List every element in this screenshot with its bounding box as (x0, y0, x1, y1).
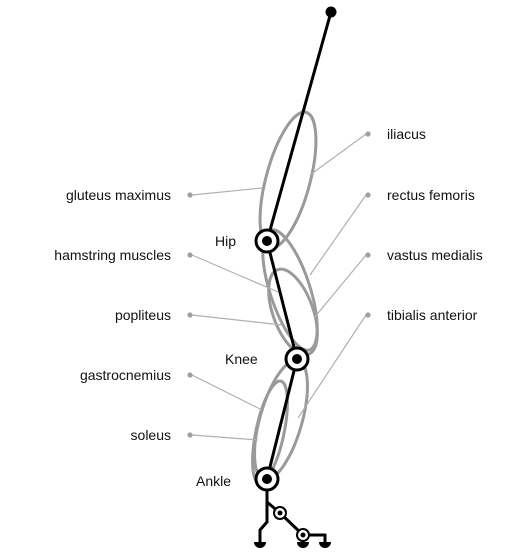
label-knee: Knee (225, 351, 258, 367)
label-hamstring-muscles: hamstring muscles (54, 247, 171, 263)
label-gastrocnemius: gastrocnemius (80, 367, 171, 383)
heel-contact (254, 542, 266, 548)
label-ankle: Ankle (196, 473, 231, 489)
shank-segment (267, 359, 297, 479)
label-hip: Hip (215, 233, 236, 249)
label-popliteus: popliteus (115, 307, 171, 323)
toe-contact (297, 542, 309, 548)
leader-rectus-femoris (310, 195, 366, 275)
label-gluteus-maximus: gluteus maximus (66, 187, 171, 203)
toe-joint (297, 529, 309, 541)
label-vastus-medialis: vastus medialis (387, 247, 483, 263)
leader-gluteus-maximus (192, 188, 262, 195)
label-iliacus: iliacus (387, 126, 426, 142)
top-endpoint (326, 7, 337, 18)
toe-tip-contact (319, 542, 331, 548)
foot-small-joint (274, 507, 286, 519)
leader-gastrocnemius (192, 375, 262, 410)
label-tibialis-anterior: tibialis anterior (387, 307, 477, 323)
leader-vastus-medialis (314, 255, 366, 318)
leader-iliacus (310, 134, 366, 175)
trunk-segment (267, 12, 331, 241)
heel-linkage (260, 502, 267, 542)
label-rectus-femoris: rectus femoris (387, 187, 475, 203)
hip-joint (256, 230, 278, 252)
leader-tibialis-anterior (298, 315, 366, 418)
leader-popliteus (192, 315, 282, 325)
leader-soleus (192, 435, 258, 440)
ankle-joint (256, 468, 278, 490)
knee-joint (286, 348, 308, 370)
label-soleus: soleus (131, 427, 171, 443)
